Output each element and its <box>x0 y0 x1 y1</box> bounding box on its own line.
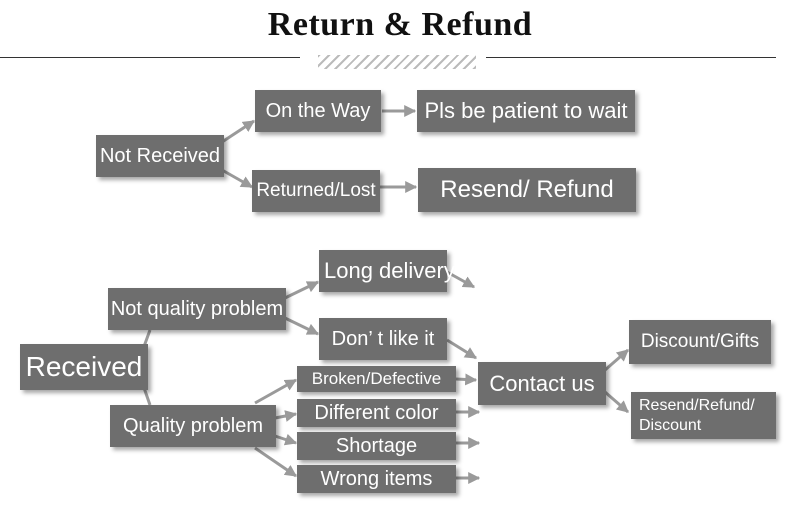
node-quality-problem: Quality problem <box>110 405 276 447</box>
arrow-not-quality-to-long-delivery <box>284 280 320 300</box>
arrow-not-received-to-returned-lost <box>221 168 254 189</box>
node-not-received: Not Received <box>96 135 224 177</box>
title-rule-left <box>0 57 300 58</box>
node-dont-like-it: Don’ t like it <box>319 318 447 360</box>
node-on-the-way: On the Way <box>255 90 381 132</box>
arrow-quality-to-broken <box>254 378 298 405</box>
arrow-not-quality-to-dont-like <box>284 316 320 336</box>
node-wrong-items: Wrong items <box>297 465 456 493</box>
node-returned-lost: Returned/Lost <box>252 170 380 212</box>
arrow-not-received-to-on-the-way <box>221 119 256 144</box>
node-received: Received <box>20 344 148 390</box>
arrow-quality-to-shortage <box>274 433 298 446</box>
arrow-quality-to-wrong-items <box>254 446 297 478</box>
node-different-color: Different color <box>297 399 456 427</box>
arrow-contact-to-resend-refund-discount <box>604 390 629 414</box>
node-resend-refund-discount-line1: Resend/Refund/ <box>639 396 755 414</box>
arrow-broken-to-contact <box>455 373 478 386</box>
page-title: Return & Refund <box>267 6 533 43</box>
node-resend-refund: Resend/ Refund <box>418 168 636 212</box>
node-broken-defective: Broken/Defective <box>297 366 456 392</box>
arrow-quality-to-different-color <box>274 410 298 422</box>
node-long-delivery: Long delivery <box>319 250 455 292</box>
title-rule-right <box>486 57 776 58</box>
node-not-quality-problem: Not quality problem <box>108 288 286 330</box>
node-pls-be-patient: Pls be patient to wait <box>417 90 635 132</box>
arrow-dont-like-to-contact <box>446 338 478 360</box>
arrow-long-delivery-out <box>446 270 476 289</box>
node-shortage: Shortage <box>297 432 456 460</box>
node-resend-refund-discount-line2: Discount <box>639 416 702 434</box>
arrow-contact-to-discount-gifts <box>604 348 629 372</box>
node-discount-gifts: Discount/Gifts <box>629 320 771 364</box>
node-resend-refund-discount: Resend/Refund/ Discount <box>631 392 776 439</box>
node-contact-us: Contact us <box>478 362 606 405</box>
title-hatch-decoration <box>318 55 476 69</box>
